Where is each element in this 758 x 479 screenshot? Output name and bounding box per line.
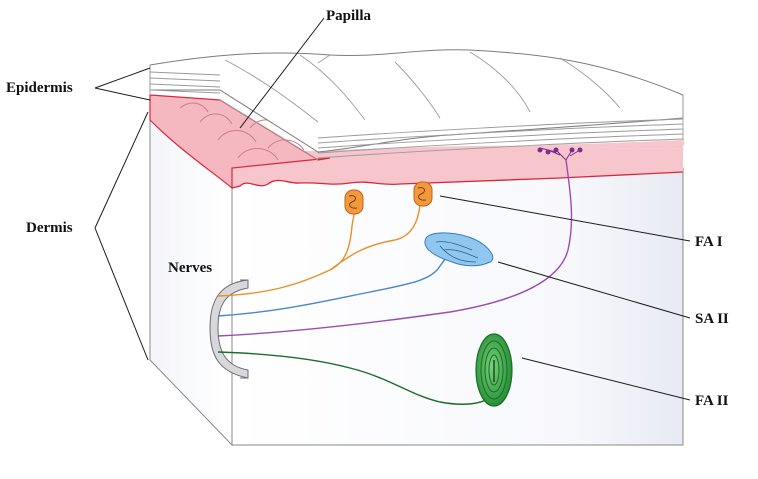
papilla-label: Papilla bbox=[326, 8, 372, 24]
fa1-receptor-1 bbox=[345, 190, 363, 214]
dermis-leader-upper bbox=[95, 112, 148, 228]
fa1-receptor-2 bbox=[414, 182, 432, 206]
epidermis-leader-upper bbox=[95, 68, 150, 88]
epidermis-label: Epidermis bbox=[6, 80, 73, 96]
dermis-leader-lower bbox=[95, 228, 148, 360]
skin-block bbox=[150, 50, 683, 445]
fa2-label: FA II bbox=[695, 393, 729, 409]
fa1-label: FA I bbox=[695, 234, 723, 250]
epidermis-leader-lower bbox=[95, 88, 150, 100]
dermis-label: Dermis bbox=[26, 220, 73, 236]
fa2-receptor bbox=[476, 334, 512, 406]
nerves-label: Nerves bbox=[168, 260, 212, 276]
sa2-label: SA II bbox=[695, 311, 729, 327]
